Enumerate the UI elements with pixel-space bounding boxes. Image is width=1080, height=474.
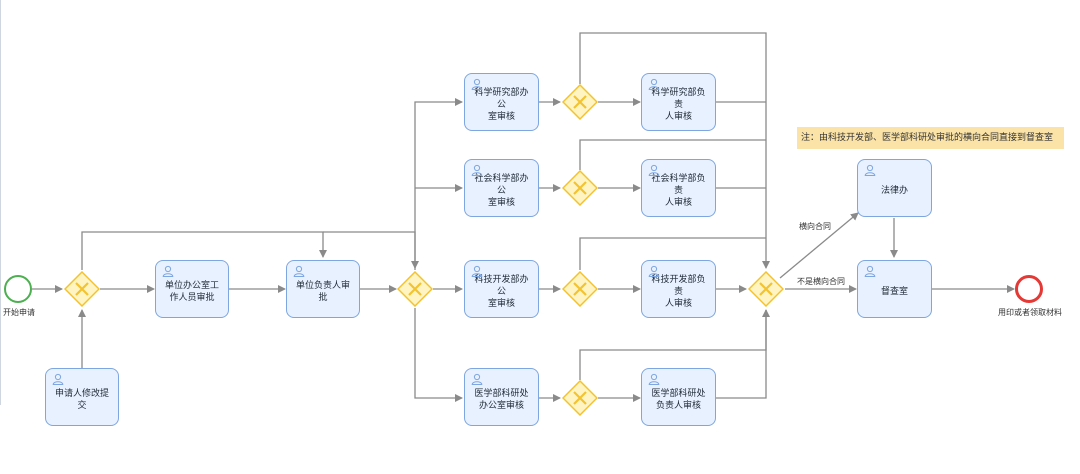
annotation-note: 注：由科技开发部、医学部科研处审批的横向合同直接到督查室 bbox=[797, 127, 1064, 149]
task-label: 督查室 bbox=[880, 287, 908, 297]
task-sci-research-head[interactable]: 科学研究部负责 人审核 bbox=[641, 73, 716, 131]
task-label: 申请人修改提交 bbox=[54, 389, 109, 411]
user-icon bbox=[864, 265, 876, 277]
task-label: 法律办 bbox=[880, 186, 908, 196]
end-event[interactable] bbox=[1015, 275, 1043, 303]
task-label: 单位办公室工 作人员审批 bbox=[164, 281, 219, 303]
task-label: 科学研究部负责 人审核 bbox=[651, 88, 706, 122]
user-icon bbox=[648, 265, 660, 277]
task-label: 医学部科研处 负责人审核 bbox=[651, 389, 706, 411]
user-icon bbox=[52, 373, 64, 385]
user-icon bbox=[471, 78, 483, 90]
edge-label-not-horizontal-contract: 不是横向合同 bbox=[797, 277, 845, 286]
user-icon bbox=[648, 78, 660, 90]
exclusive-gateway-icon[interactable] bbox=[562, 380, 598, 416]
task-social-sci-office[interactable]: 社会科学部办公 室审核 bbox=[464, 159, 539, 217]
task-supervision-office[interactable]: 督查室 bbox=[857, 260, 932, 318]
exclusive-gateway-icon[interactable] bbox=[562, 84, 598, 120]
start-event-label: 开始申请 bbox=[3, 308, 35, 317]
exclusive-gateway-icon[interactable] bbox=[64, 271, 100, 307]
exclusive-gateway-icon[interactable] bbox=[748, 271, 784, 307]
task-med-research-office[interactable]: 医学部科研处 办公室审核 bbox=[464, 368, 539, 426]
flow-gateway2-to-sci-office bbox=[414, 98, 463, 270]
task-unit-office-staff[interactable]: 单位办公室工 作人员审批 bbox=[155, 260, 229, 318]
task-label: 医学部科研处 办公室审核 bbox=[474, 389, 529, 411]
end-event-label: 用印或者领取材料 bbox=[998, 308, 1062, 317]
task-med-research-head[interactable]: 医学部科研处 负责人审核 bbox=[641, 368, 716, 426]
edge-label-horizontal-contract: 横向合同 bbox=[799, 222, 831, 231]
exclusive-gateway-icon[interactable] bbox=[562, 271, 598, 307]
task-label: 社会科学部办公 室审核 bbox=[474, 174, 529, 208]
task-tech-dev-head[interactable]: 科技开发部负责 人审核 bbox=[641, 260, 716, 318]
task-label: 科技开发部负责 人审核 bbox=[651, 275, 706, 309]
flow-merge-to-legal bbox=[779, 212, 859, 279]
user-icon bbox=[162, 265, 174, 277]
task-legal-office[interactable]: 法律办 bbox=[857, 159, 932, 217]
flow-med-head-to-merge bbox=[716, 310, 767, 399]
task-sci-research-office[interactable]: 科学研究部办公 室审核 bbox=[464, 73, 539, 131]
user-icon bbox=[471, 265, 483, 277]
task-social-sci-head[interactable]: 社会科学部负责 人审核 bbox=[641, 159, 716, 217]
user-icon bbox=[864, 164, 876, 176]
user-icon bbox=[648, 164, 660, 176]
flow-gateway1-to-unit-head bbox=[81, 231, 327, 270]
exclusive-gateway-icon[interactable] bbox=[397, 271, 433, 307]
task-label: 科学研究部办公 室审核 bbox=[474, 88, 529, 122]
task-unit-head[interactable]: 单位负责人审批 bbox=[286, 260, 360, 318]
flow-gateway2-to-med-office bbox=[414, 308, 463, 402]
task-label: 社会科学部负责 人审核 bbox=[651, 174, 706, 208]
user-icon bbox=[471, 164, 483, 176]
user-icon bbox=[471, 373, 483, 385]
task-applicant-resubmit[interactable]: 申请人修改提交 bbox=[45, 368, 119, 426]
flow-sci-gw-skip bbox=[579, 32, 770, 269]
task-label: 单位负责人审批 bbox=[295, 281, 350, 303]
task-tech-dev-office[interactable]: 科技开发部办公 室审核 bbox=[464, 260, 539, 318]
user-icon bbox=[648, 373, 660, 385]
canvas-left-border bbox=[0, 0, 1, 405]
user-icon bbox=[293, 265, 305, 277]
flow-social-gw-skip bbox=[579, 139, 766, 170]
task-label: 科技开发部办公 室审核 bbox=[474, 275, 529, 309]
flow-tech-gw-skip bbox=[579, 237, 766, 270]
start-event[interactable] bbox=[4, 275, 32, 303]
exclusive-gateway-icon[interactable] bbox=[562, 170, 598, 206]
